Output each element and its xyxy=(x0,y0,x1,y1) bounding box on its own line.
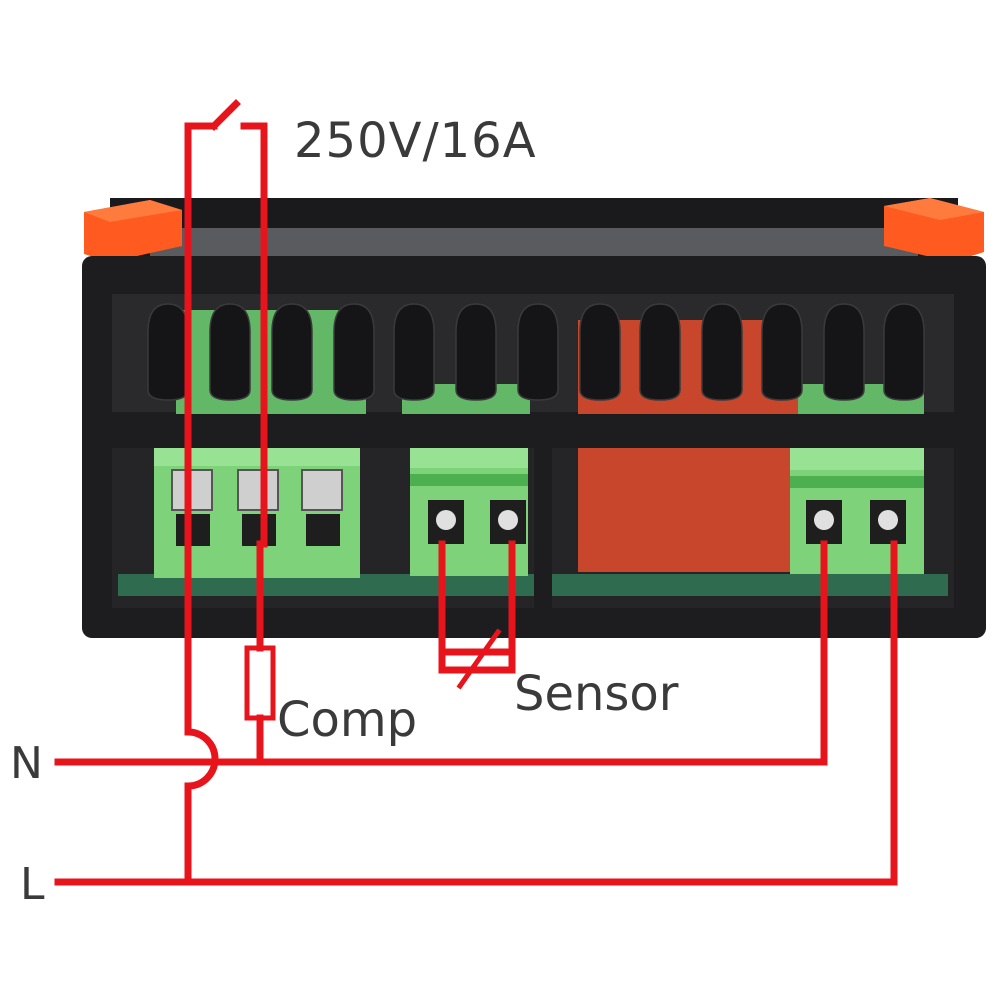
switch-wire-left xyxy=(184,122,218,548)
neutral-label: N xyxy=(10,738,43,789)
terminal-block-power xyxy=(790,448,924,574)
line-wire-drop xyxy=(184,540,219,886)
device-top-face xyxy=(150,228,918,258)
mounting-clip-right xyxy=(884,198,984,262)
mounting-clip-left xyxy=(84,200,182,262)
controller-device xyxy=(82,198,986,638)
compartment-divider xyxy=(534,440,552,612)
cooling-fins xyxy=(147,303,925,401)
pcb-board xyxy=(118,574,948,596)
sensor-thermistor-icon xyxy=(456,628,502,690)
line-label: L xyxy=(20,859,45,910)
line-wire xyxy=(54,540,898,886)
sensor-label: Sensor xyxy=(514,666,679,722)
comp-label: Comp xyxy=(277,692,418,748)
housing-separator xyxy=(82,414,986,448)
terminal-screw-1 xyxy=(171,469,213,511)
wiring xyxy=(54,99,898,886)
terminal-screw-3 xyxy=(301,469,343,511)
neutral-wire xyxy=(54,540,828,766)
switch-wire-right xyxy=(240,122,268,548)
rating-label: 250V/16A xyxy=(294,113,537,169)
terminal-screw-2 xyxy=(237,469,279,511)
switch-contact-icon xyxy=(209,99,241,131)
terminal-block-sensor xyxy=(410,448,528,576)
sensor-loop-wire xyxy=(438,540,516,674)
comp-resistor-icon xyxy=(244,645,276,721)
